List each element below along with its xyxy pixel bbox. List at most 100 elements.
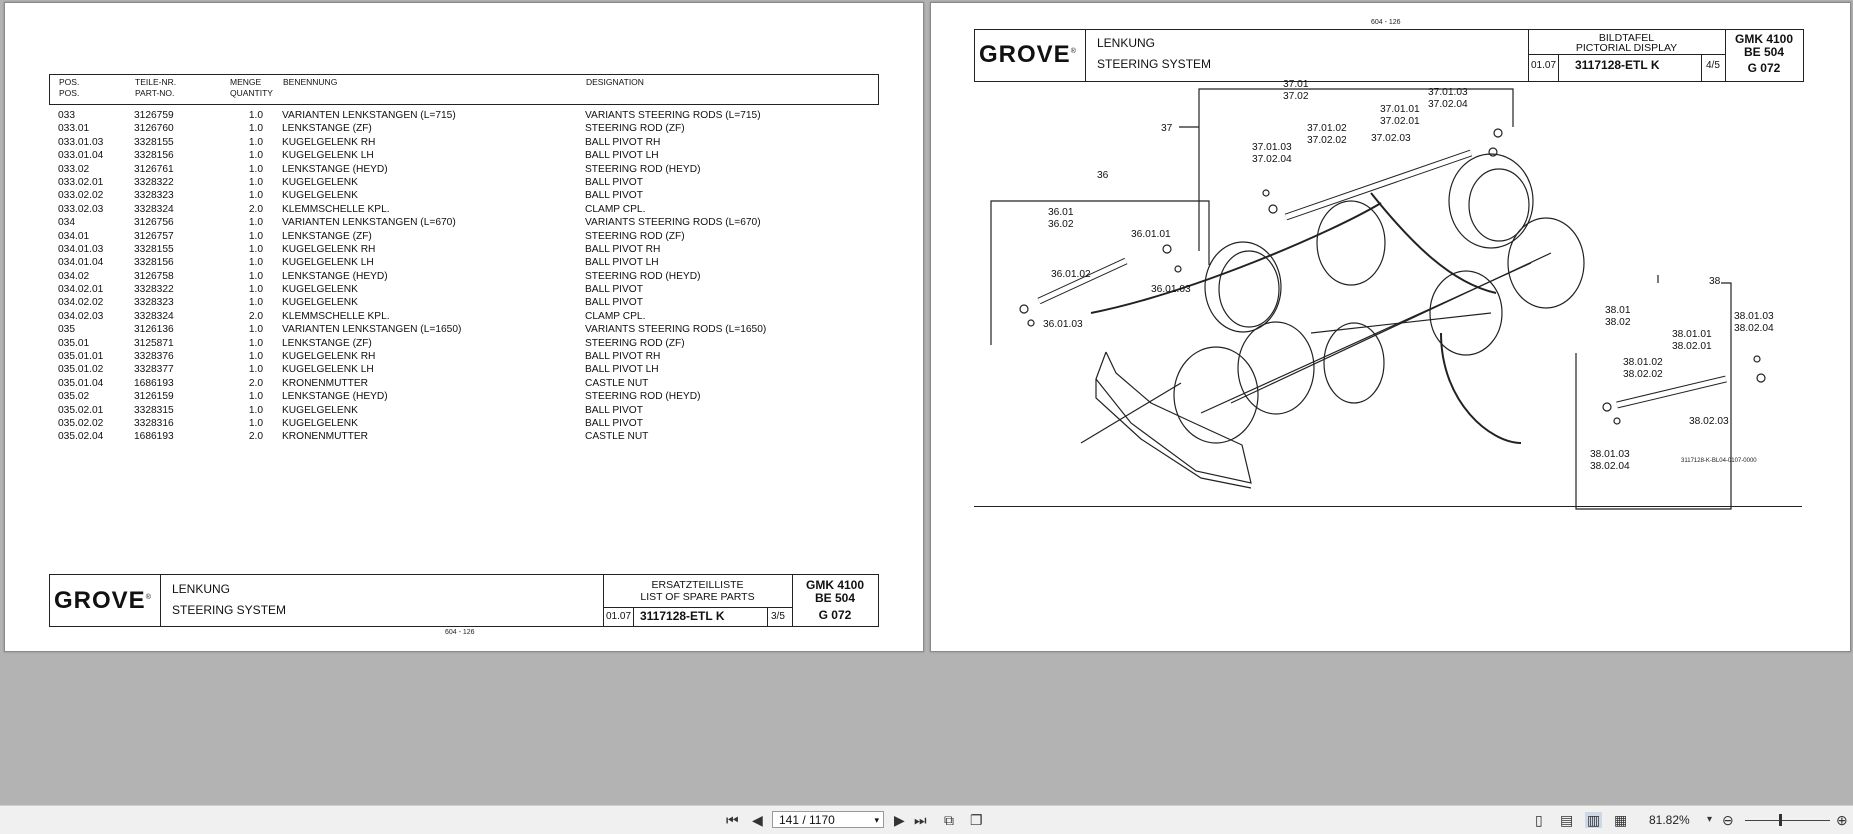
prev-page-icon[interactable]: ◀ [752,812,763,828]
label-38-01: 38.01 [1605,305,1631,316]
date: 01.07 [1531,60,1557,71]
page-split-icon[interactable]: ⧉ [944,812,954,828]
cell-designation: BALL PIVOT LH [585,257,659,269]
cell-part-no: 3328315 [134,404,174,416]
next-page-icon[interactable]: ▶ [894,812,905,828]
cell-designation: STEERING ROD (HEYD) [585,163,701,175]
cell-designation: BALL PIVOT [585,404,643,416]
label-38-01-02: 38.01.02 [1623,357,1663,368]
cell-designation: CLAMP CPL. [585,310,646,322]
cell-designation: BALL PIVOT [585,297,643,309]
cell-benennung: KRONENMUTTER [282,431,369,443]
cell-benennung: LENKSTANGE (ZF) [282,337,372,349]
two-page-icon[interactable]: ▥ [1585,812,1603,828]
hdr-pos: POS. [59,77,80,87]
list-en: LIST OF SPARE PARTS [640,591,755,603]
cell-quantity: 1.0 [248,324,263,336]
zoom-out-icon[interactable]: ⊖ [1722,812,1734,828]
zoom-dropdown-icon[interactable]: ▾ [1707,814,1713,825]
cell-designation: CASTLE NUT [585,377,649,389]
page-number-field[interactable]: 141 / 1170▾ [772,811,884,828]
label-38-02-03: 38.02.03 [1689,416,1729,427]
cell-designation: BALL PIVOT [585,284,643,296]
first-page-icon[interactable]: ⏮ [726,812,739,828]
label-36-01-01: 36.01.01 [1131,229,1171,240]
cell-part-no: 3126757 [134,230,174,242]
label-37-01-03-a: 37.01.03 [1428,87,1468,98]
cell-quantity: 1.0 [248,136,263,148]
cell-quantity: 1.0 [248,243,263,255]
label-36-01: 36.01 [1048,207,1074,218]
cell-designation: CASTLE NUT [585,431,649,443]
single-page-icon[interactable]: ▯ [1535,812,1543,828]
zoom-slider[interactable] [1745,820,1830,821]
cell-quantity: 1.0 [248,391,263,403]
cell-quantity: 2.0 [248,377,263,389]
label-38: 38 [1709,276,1721,287]
cell-designation: BALL PIVOT [585,176,643,188]
cell-benennung: KUGELGELENK RH [282,351,376,363]
copy-icon[interactable]: ❐ [970,812,983,828]
cell-part-no: 3328323 [134,190,174,202]
model: GMK 4100 [805,578,865,592]
cell-pos: 035.01.01 [58,351,104,363]
title-block-left: GROVE® LENKUNG STEERING SYSTEM ERSATZTEI… [49,574,879,627]
cell-part-no: 3126159 [134,391,174,403]
cell-designation: BALL PIVOT [585,190,643,202]
drawing-code: 3117128-K-BL04-0107-0000 [1681,458,1757,464]
top-code: 604 - 126 [1371,19,1401,26]
last-page-icon[interactable]: ⏭ [914,812,927,828]
g-code: G 072 [818,608,852,622]
cell-quantity: 1.0 [248,123,263,135]
cell-designation: VARIANTS STEERING RODS (L=715) [585,110,761,121]
label-37: 37 [1161,123,1173,134]
cell-part-no: 3126759 [134,110,174,121]
cell-benennung: KUGELGELENK LH [282,257,374,269]
cell-quantity: 1.0 [248,270,263,282]
cell-quantity: 1.0 [248,176,263,188]
continuous-page-icon[interactable]: ▤ [1560,812,1574,828]
label-38-01-03-b: 38.01.03 [1590,449,1630,460]
cell-benennung: KUGELGELENK [282,417,358,429]
zoom-in-icon[interactable]: ⊕ [1836,812,1848,828]
label-38-02-04-a: 38.02.04 [1734,323,1774,334]
cell-pos: 035.01.04 [58,377,104,389]
label-38-02-04-b: 38.02.04 [1590,461,1630,472]
cell-benennung: KUGELGELENK [282,176,358,188]
cell-quantity: 1.0 [248,190,263,202]
cell-part-no: 1686193 [134,377,174,389]
cell-benennung: LENKSTANGE (HEYD) [282,163,388,175]
two-page-continuous-icon[interactable]: ▦ [1614,812,1628,828]
cell-part-no: 3328156 [134,150,174,162]
cell-quantity: 1.0 [248,297,263,309]
cell-quantity: 1.0 [248,163,263,175]
cell-benennung: LENKSTANGE (ZF) [282,123,372,135]
doc-number: 3117128-ETL K [1575,58,1660,72]
cell-quantity: 1.0 [248,257,263,269]
cell-designation: BALL PIVOT [585,417,643,429]
cell-benennung: KUGELGELENK [282,190,358,202]
label-36: 36 [1097,170,1109,181]
zoom-level: 81.82% [1649,813,1690,827]
cell-quantity: 1.0 [248,351,263,363]
cell-pos: 034.01 [58,230,90,242]
zoom-slider-handle[interactable] [1779,814,1782,826]
steering-drawing [990,88,1766,510]
cell-pos: 034.01.03 [58,243,104,255]
cell-designation: STEERING ROD (HEYD) [585,391,701,403]
cell-pos: 033 [58,110,75,121]
cell-quantity: 2.0 [248,431,263,443]
bild-en: PICTORIAL DISPLAY [1575,42,1678,54]
be: BE 504 [1743,45,1785,59]
cell-pos: 035.02.01 [58,404,104,416]
date: 01.07 [606,611,632,622]
cell-part-no: 3126760 [134,123,174,135]
